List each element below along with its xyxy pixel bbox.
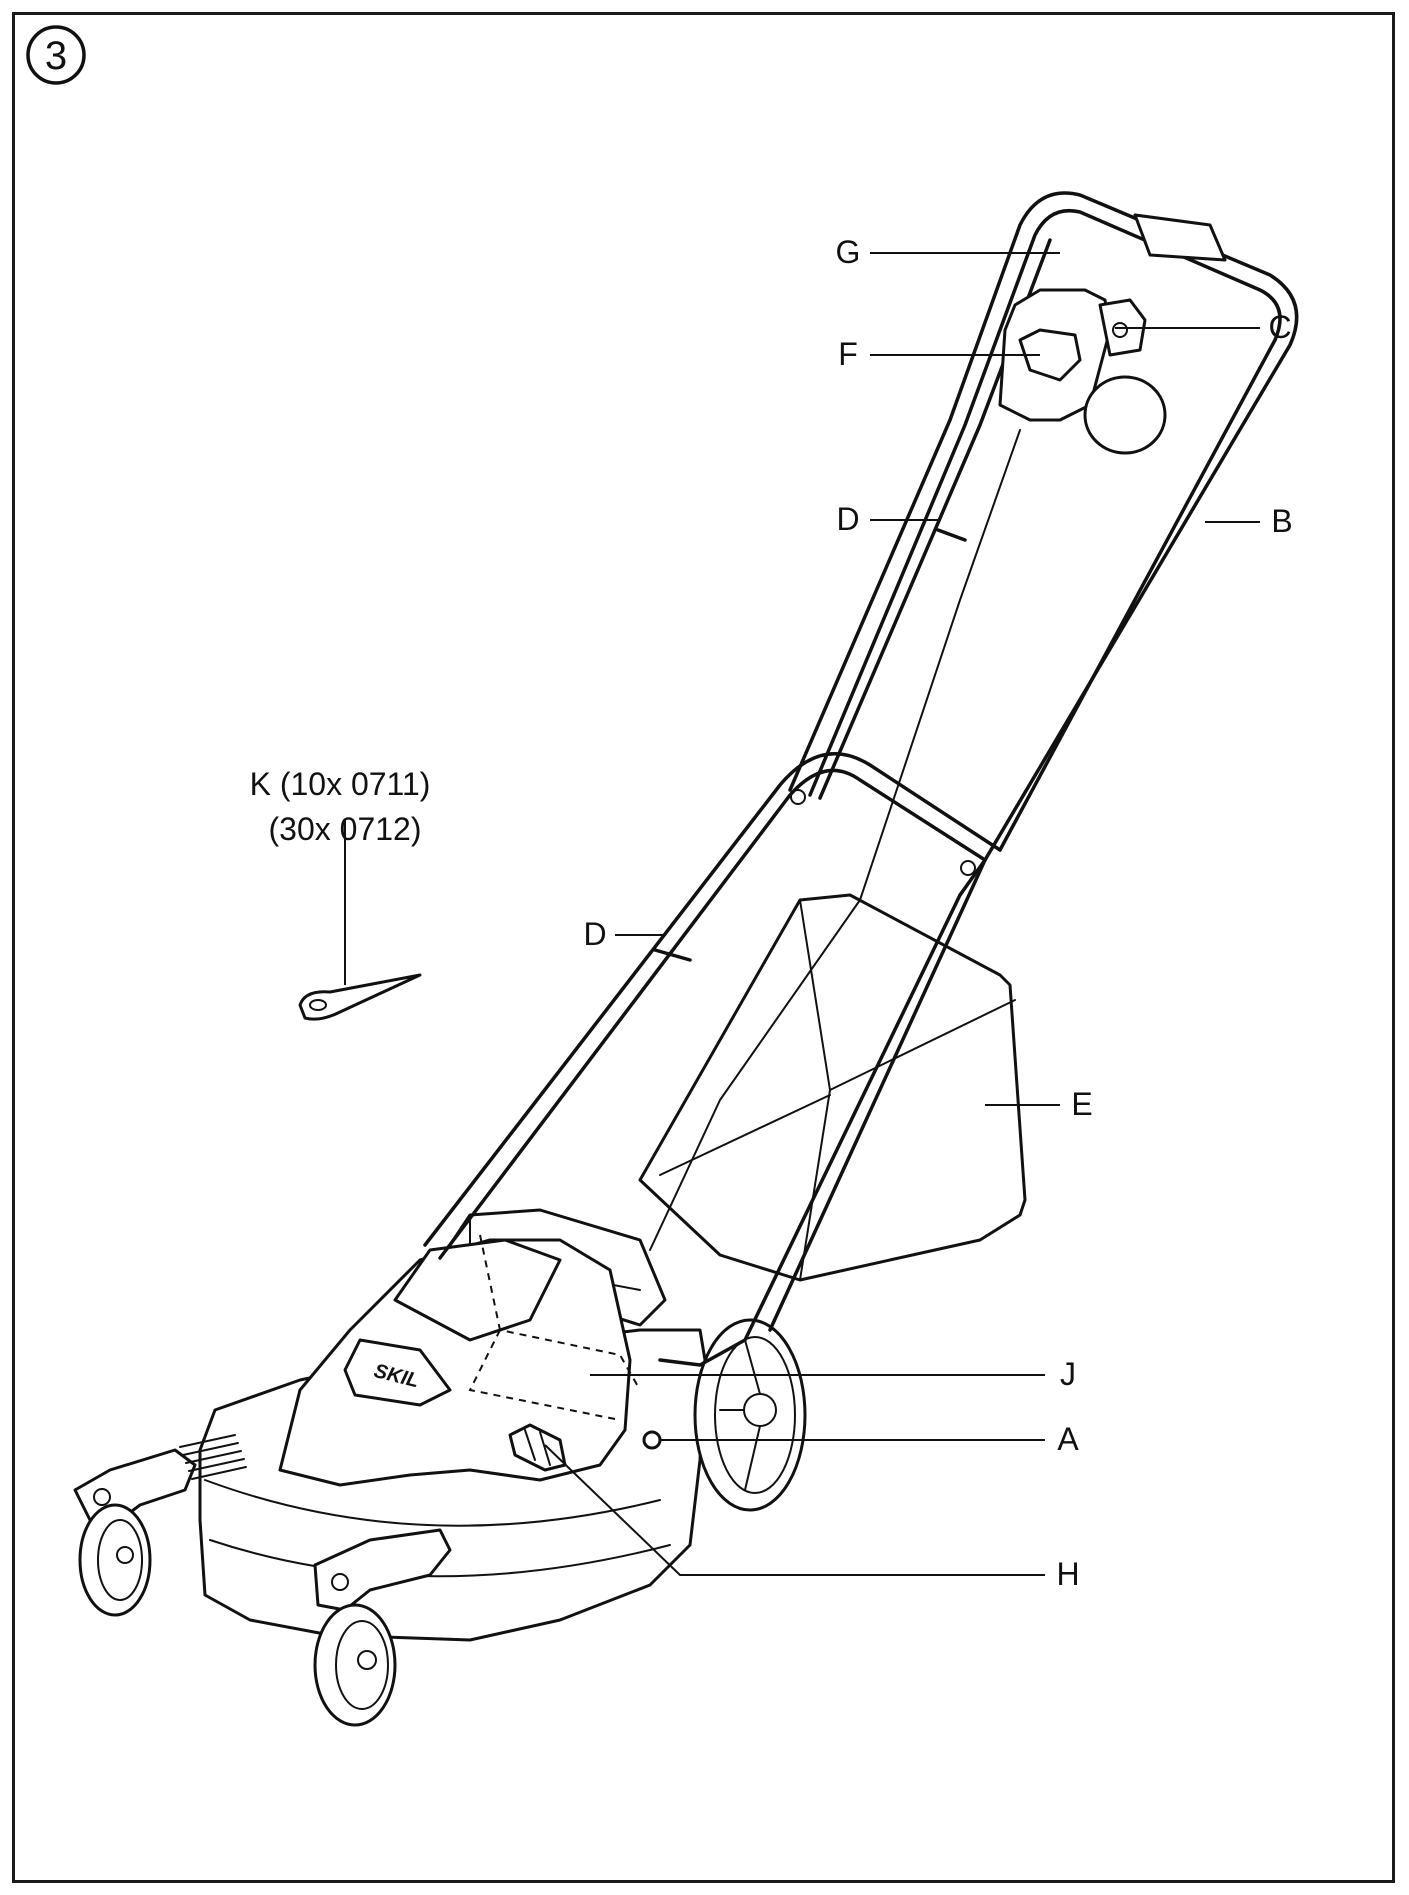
leader-lines bbox=[344, 252, 1260, 1576]
spare-blade bbox=[298, 973, 422, 1021]
label-k-line1: K (10x 0711) bbox=[250, 766, 431, 802]
cable-clip-lower bbox=[653, 948, 692, 962]
power-cable bbox=[649, 429, 1021, 1251]
label-k-line2: (30x 0712) bbox=[269, 811, 422, 847]
figure-number-badge: 3 bbox=[26, 25, 86, 85]
motor-hood: SKIL bbox=[278, 1234, 641, 1487]
lower-handle bbox=[423, 752, 1002, 1367]
front-brackets bbox=[73, 1434, 452, 1612]
label-g: G bbox=[836, 234, 861, 270]
rear-wheel bbox=[693, 1318, 807, 1512]
height-lever bbox=[508, 1423, 567, 1472]
grass-box bbox=[638, 893, 1027, 1282]
label-e: E bbox=[1071, 1086, 1092, 1122]
adjust-knob bbox=[642, 1430, 662, 1450]
figure-number: 3 bbox=[45, 34, 67, 78]
label-c: C bbox=[1268, 309, 1291, 345]
label-b: B bbox=[1271, 503, 1292, 539]
front-right-wheel bbox=[313, 1603, 397, 1727]
cable-clip-upper bbox=[936, 528, 967, 542]
label-a: A bbox=[1057, 1421, 1079, 1457]
label-d-upper: D bbox=[836, 501, 859, 537]
front-left-wheel bbox=[78, 1503, 152, 1617]
switch-box bbox=[998, 288, 1167, 455]
label-h: H bbox=[1056, 1556, 1079, 1592]
label-f: F bbox=[838, 336, 858, 372]
label-d-lower: D bbox=[583, 916, 606, 952]
label-j: J bbox=[1060, 1356, 1076, 1392]
